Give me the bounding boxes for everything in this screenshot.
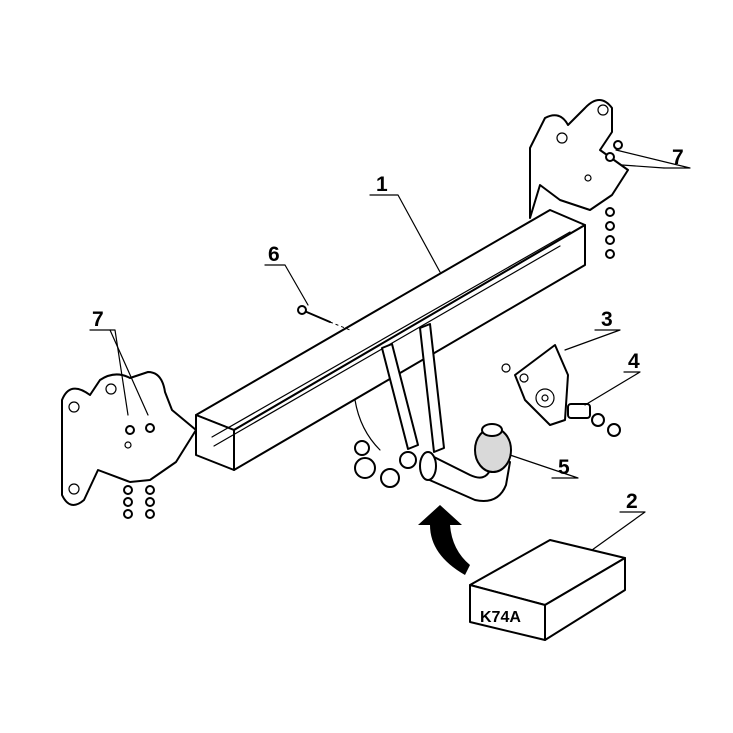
callout-lines <box>89 149 691 551</box>
fixing-bolts-left <box>354 440 417 488</box>
left-mounting-bracket <box>61 371 197 506</box>
bolt <box>297 305 351 331</box>
callout-2: 2 <box>626 490 638 513</box>
callout-6: 6 <box>268 243 280 266</box>
ball-mount-plates <box>354 323 445 453</box>
box-label: K74A <box>480 609 521 626</box>
right-mounting-bracket <box>529 99 629 219</box>
callout-4: 4 <box>628 350 640 373</box>
callout-5: 5 <box>558 456 570 479</box>
curved-arrow-icon <box>418 505 470 575</box>
callout-7-right: 7 <box>672 146 684 169</box>
cross-beam <box>195 209 586 471</box>
spring-washers <box>567 403 621 437</box>
callout-7-left: 7 <box>92 308 104 331</box>
callout-1: 1 <box>376 173 388 196</box>
fixing-bolts-right <box>605 140 623 259</box>
callout-3: 3 <box>601 308 613 331</box>
fixing-bolts-left-bracket <box>123 423 155 519</box>
socket-plate <box>501 344 569 426</box>
parts-box: K74A <box>469 539 626 641</box>
tow-ball <box>419 423 512 502</box>
